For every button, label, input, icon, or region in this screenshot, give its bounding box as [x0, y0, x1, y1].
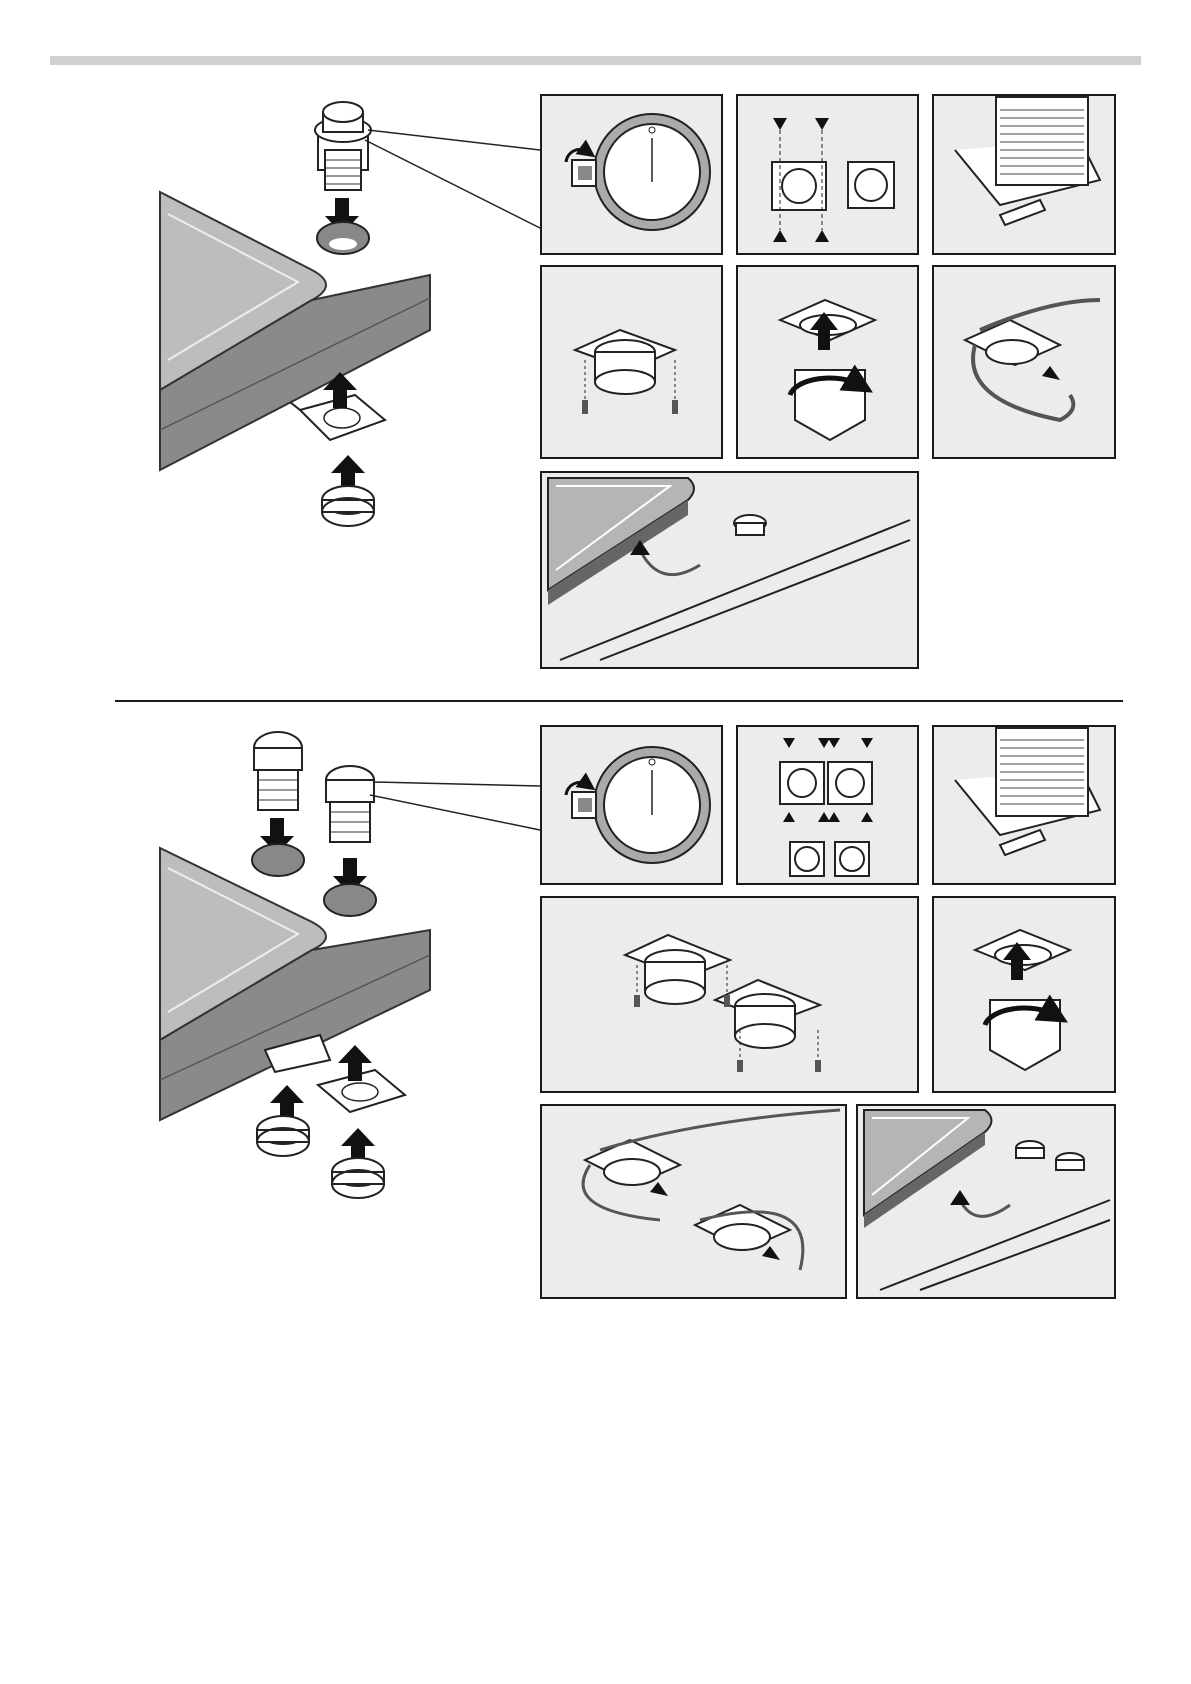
step-knob-turn-lock [737, 266, 918, 458]
hob-surface [160, 848, 430, 1120]
step-double-cable-connect [541, 1105, 846, 1298]
step-plate-alignment [737, 95, 918, 254]
nut-icon [322, 486, 374, 526]
knob-icon [326, 766, 540, 842]
step-knob-orientation [541, 95, 722, 254]
knob-icon [254, 732, 302, 810]
step-knob-turn-lock [933, 897, 1115, 1092]
step-cable-to-hob [541, 472, 918, 668]
step-plate-detail [933, 95, 1115, 254]
hob-surface [160, 192, 430, 470]
step-plate-screws [541, 266, 722, 458]
step-plate-detail [933, 726, 1115, 884]
step-knob-orientation [541, 726, 722, 884]
cutout-hole-icon [317, 222, 369, 254]
section2-overview [160, 732, 540, 1198]
section1-overview [160, 102, 540, 526]
step-cable-connect [933, 266, 1115, 458]
step-double-plate-screws [541, 897, 918, 1092]
step-double-plate-alignment [737, 726, 918, 884]
step-double-cable-to-hob [857, 1105, 1115, 1298]
